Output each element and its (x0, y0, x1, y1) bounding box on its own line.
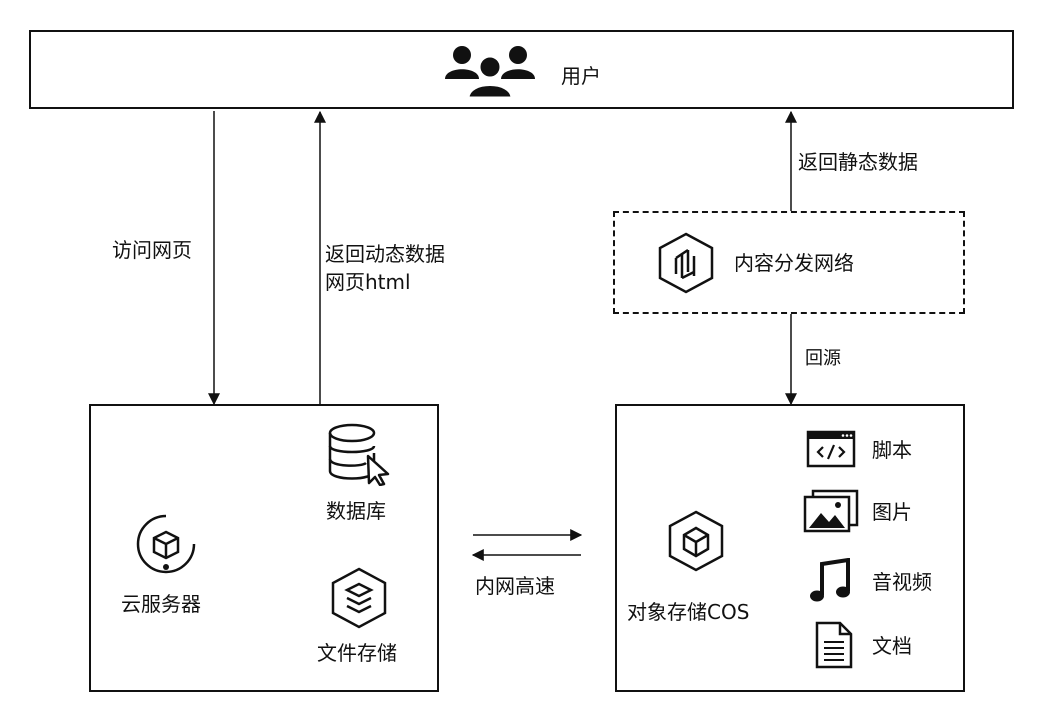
object-storage-icon (668, 510, 724, 572)
document-icon (815, 621, 853, 669)
intranet-label: 内网高速 (475, 574, 555, 598)
users-icon (445, 46, 535, 100)
file-storage-label: 文件存储 (317, 641, 397, 665)
image-label: 图片 (872, 500, 912, 524)
return-dynamic-label-1: 返回动态数据 (325, 242, 445, 266)
return-dynamic-label-2: 网页html (325, 270, 411, 294)
visit-label: 访问网页 (112, 238, 192, 262)
origin-pull-label: 回源 (805, 348, 841, 369)
document-label: 文档 (872, 634, 912, 658)
cloud-server-icon (136, 514, 196, 574)
music-icon (810, 558, 850, 602)
image-icon (803, 489, 859, 533)
file-storage-icon (331, 567, 387, 629)
database-label: 数据库 (326, 499, 386, 523)
script-label: 脚本 (872, 438, 912, 462)
return-static-label: 返回静态数据 (798, 150, 918, 174)
music-label: 音视频 (872, 570, 932, 594)
script-icon (806, 430, 856, 468)
server-group-box (89, 404, 439, 692)
cos-label: 对象存储COS (627, 600, 750, 624)
cos-group-box (615, 404, 965, 692)
database-icon (328, 423, 390, 486)
cloud-server-label: 云服务器 (121, 592, 201, 616)
cdn-icon (658, 232, 714, 294)
users-label: 用户 (561, 64, 601, 88)
cdn-box (613, 211, 965, 314)
cdn-label: 内容分发网络 (734, 251, 854, 275)
